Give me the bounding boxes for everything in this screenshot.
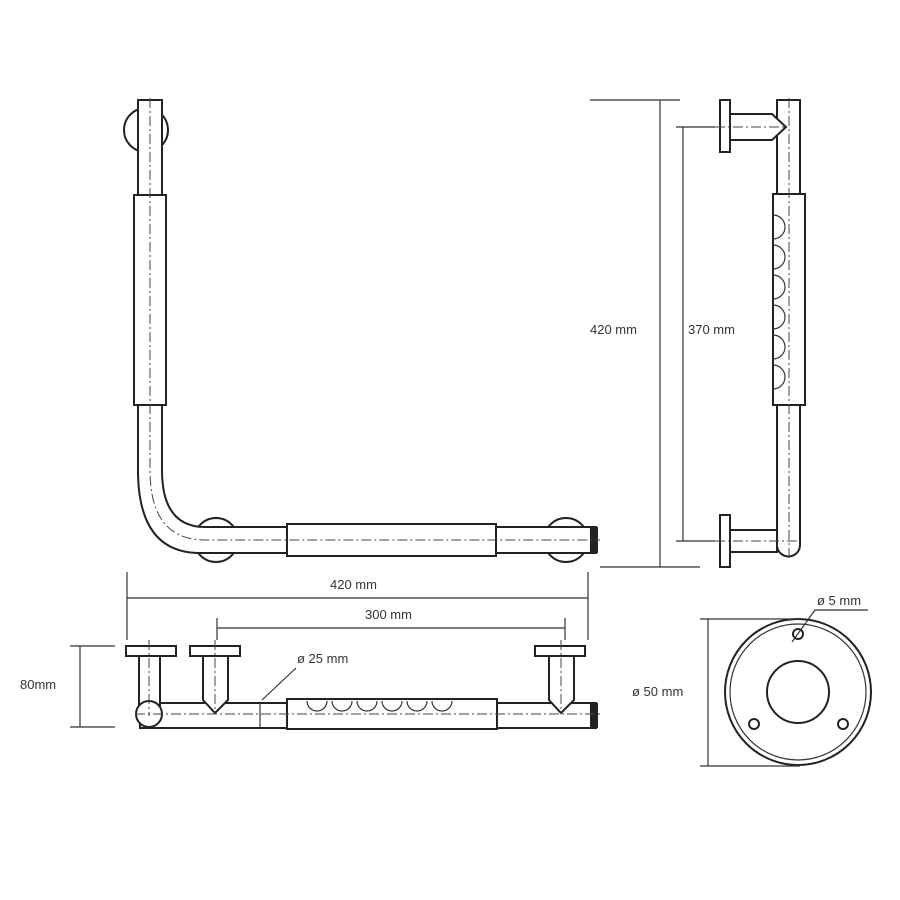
top-width-centers-label: 300 mm <box>365 607 412 622</box>
flange-view <box>700 609 872 767</box>
side-height-centers-label: 370 mm <box>688 322 735 337</box>
top-view <box>70 572 600 730</box>
screw-hole-label: ø 5 mm <box>817 593 862 608</box>
l-shaped-tube <box>137 99 597 554</box>
centerline <box>149 98 600 541</box>
flange-diameter-label: ø 50 mm <box>632 684 684 699</box>
tube-diameter-label: ø 25 mm <box>297 651 349 666</box>
depth-label: 80mm <box>20 677 57 692</box>
flange-center-hole <box>766 660 830 724</box>
side-grip-bumps <box>772 214 786 390</box>
top-grip-bumps <box>306 700 453 712</box>
front-view <box>123 98 600 563</box>
side-height-total-label: 420 mm <box>590 322 637 337</box>
top-flange-1 <box>125 645 177 657</box>
side-view <box>590 98 806 568</box>
screw-hole <box>837 718 849 730</box>
top-dimension-lines <box>70 572 589 728</box>
end-cap <box>590 527 598 553</box>
screw-hole <box>748 718 760 730</box>
top-flange-3 <box>534 645 586 657</box>
side-top-flange <box>719 99 731 153</box>
side-dimension-lines <box>590 99 715 568</box>
flange-dimension-lines <box>700 609 868 767</box>
top-width-total-label: 420 mm <box>330 577 377 592</box>
